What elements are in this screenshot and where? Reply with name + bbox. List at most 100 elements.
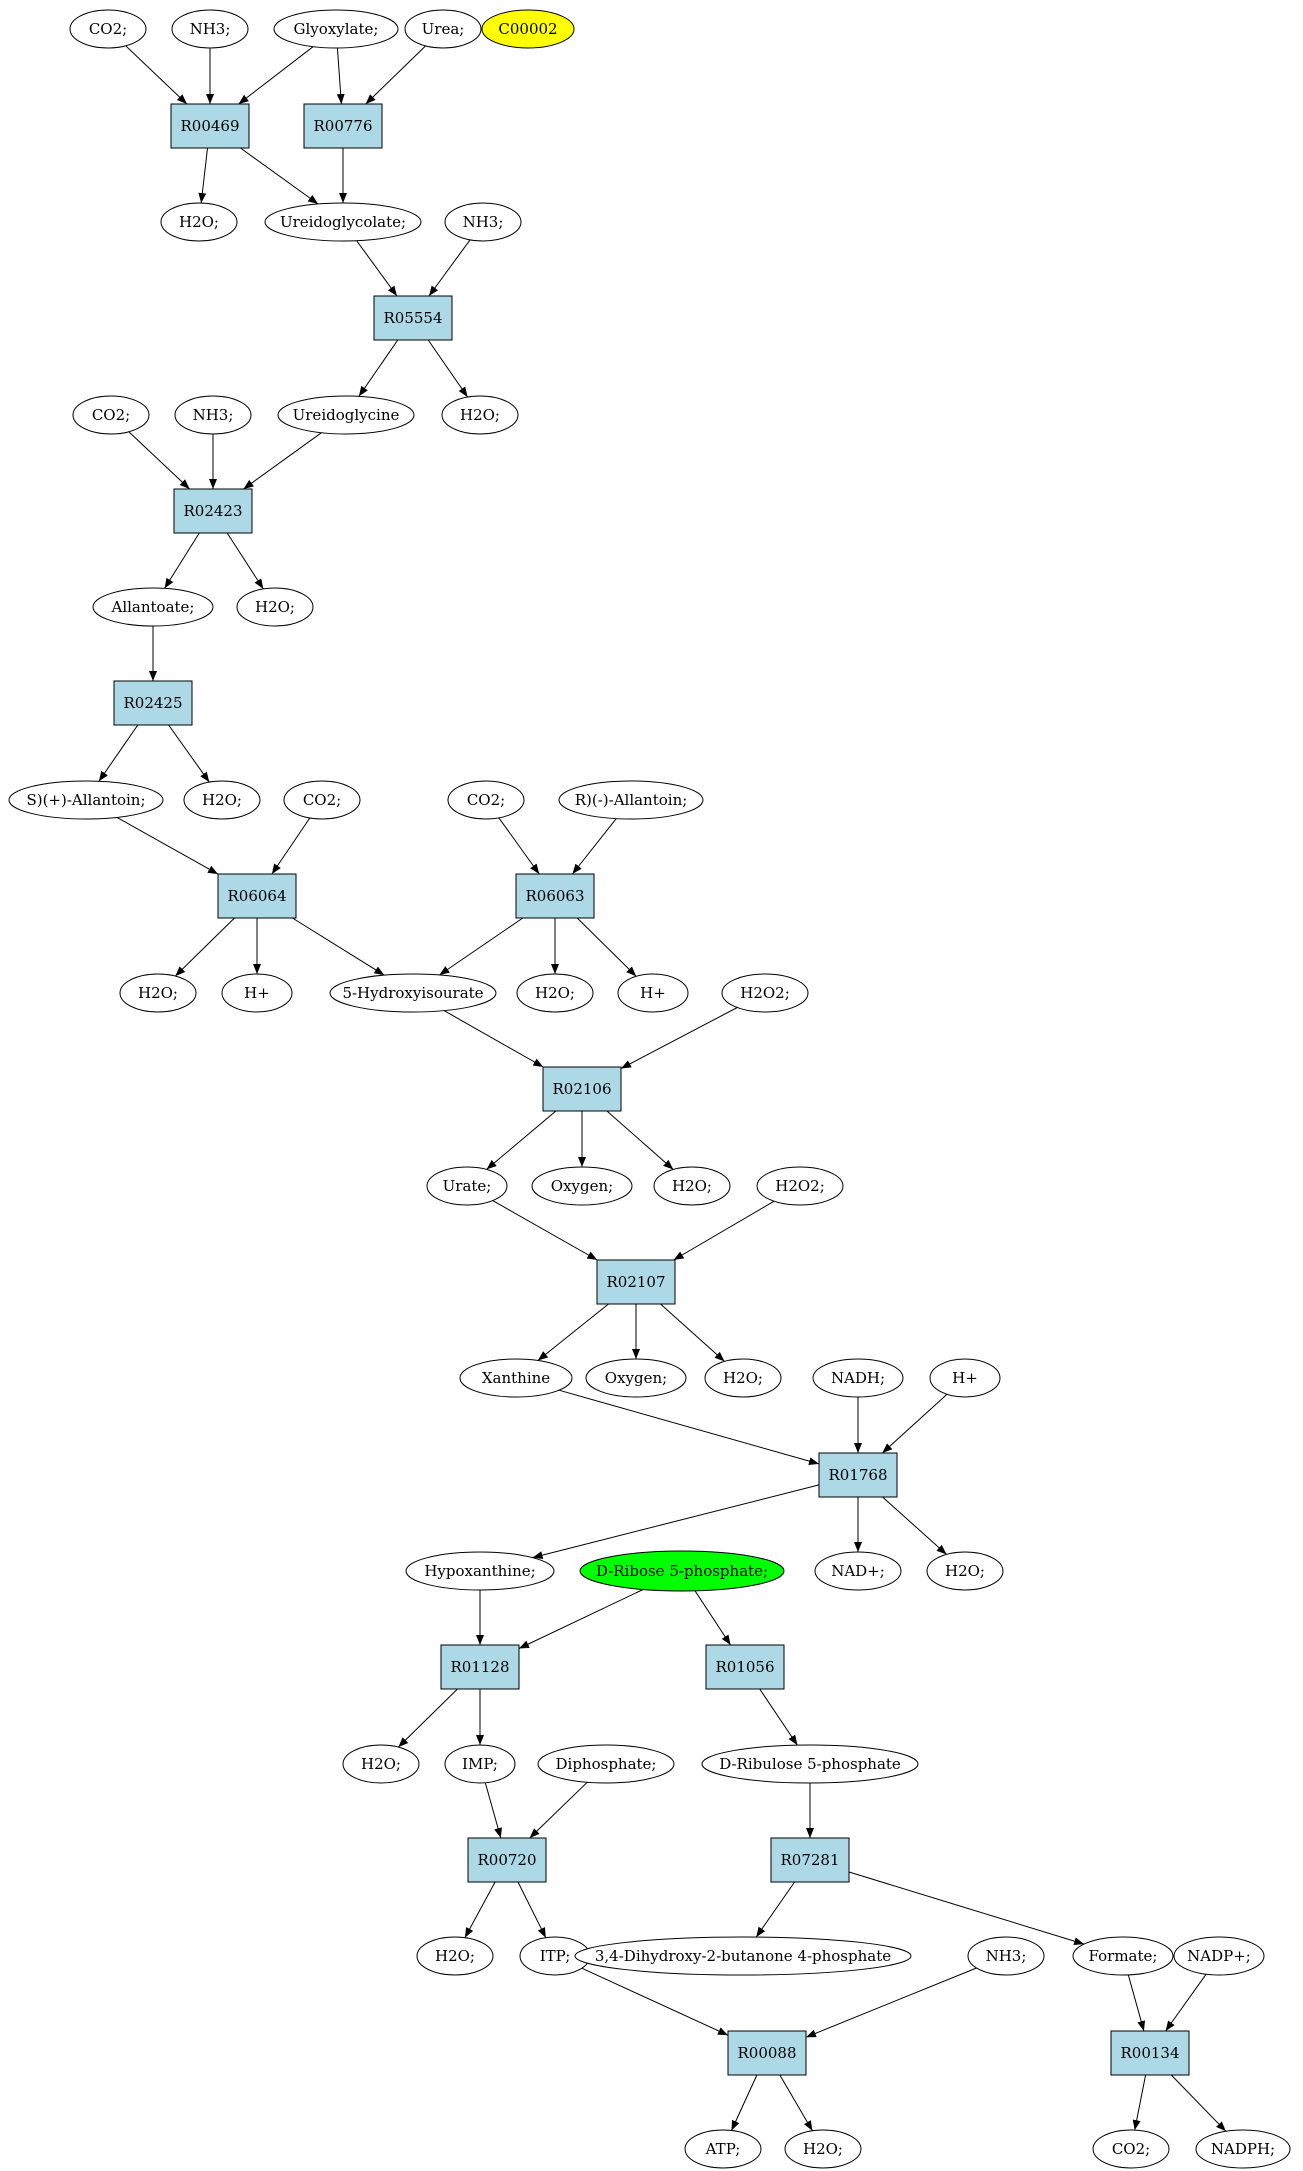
reaction-node-r00088: R00088 (727, 2030, 807, 2076)
compound-ellipse (405, 1551, 555, 1591)
reaction-node-r06063: R06063 (515, 873, 595, 919)
edge-glyoxylate-to-r00776 (336, 47, 345, 105)
node-label: R01768 (828, 1466, 887, 1484)
node-label: C00002 (498, 20, 557, 38)
edge-r02106-to-h2o (606, 1110, 674, 1170)
node-label: R00134 (1120, 2044, 1179, 2062)
compound-ellipse (174, 395, 252, 435)
reaction-node-r05554: R05554 (373, 295, 453, 341)
compound-node-nadh: NADH; (812, 1358, 904, 1398)
edge-r01056-to-d-ribulose-5-phosphate (759, 1688, 798, 1746)
edge-r00720-to-itp (517, 1881, 547, 1938)
compound-node-s-allantoin: S)(+)-Allantoin; (8, 780, 164, 820)
edge-r06063-to-h (576, 917, 637, 977)
node-label: Hypoxanthine; (424, 1562, 535, 1580)
reaction-box (467, 1837, 547, 1883)
compound-ellipse (342, 1744, 420, 1784)
edge-r01768-to-h2o (882, 1496, 947, 1555)
reaction-box (303, 103, 383, 149)
compound-ellipse (784, 2129, 862, 2169)
compound-node-d-ribose-5-phosphate: D-Ribose 5-phosphate; (579, 1550, 785, 1592)
reaction-node-r01128: R01128 (440, 1644, 520, 1690)
reaction-node-r00134: R00134 (1110, 2030, 1190, 2076)
compound-node-h: H+ (221, 973, 293, 1013)
edge-r02107-to-h2o (660, 1303, 725, 1362)
node-label: H2O; (435, 1947, 475, 1965)
edge-r05554-to-ureidoglycine (358, 339, 399, 397)
node-label: ATP; (705, 2140, 741, 2158)
compound-ellipse (221, 973, 293, 1013)
compound-node-oxygen: Oxygen; (531, 1166, 633, 1206)
edge-xanthine-to-r01768 (558, 1389, 820, 1466)
compound-node-h2o: H2O; (784, 2129, 862, 2169)
compound-node-h2o: H2O; (183, 780, 261, 820)
compound-node-glyoxylate: Glyoxylate; (273, 9, 399, 49)
compound-ellipse (119, 973, 197, 1013)
edge-nh3-to-r00088 (805, 1967, 977, 2038)
compound-ellipse (171, 9, 249, 49)
compound-node-h2o: H2O; (926, 1551, 1004, 1591)
edge-r07281-to-3-4-dihydroxy-2-butanone-4-phosphate (755, 1881, 796, 1938)
node-label: R02106 (552, 1080, 611, 1098)
compound-node-formate: Formate; (1072, 1936, 1174, 1976)
edge-r-allantoin-to-r06063 (572, 818, 617, 875)
node-label: 5-Hydroxyisourate (342, 984, 483, 1002)
reaction-box (373, 295, 453, 341)
compound-ellipse (441, 395, 519, 435)
compound-ellipse (1173, 1936, 1265, 1976)
edge-r00134-to-co2 (1132, 2074, 1147, 2131)
compound-node-urea: Urea; (404, 9, 482, 49)
node-label: Formate; (1089, 1947, 1158, 1965)
compound-ellipse (8, 780, 164, 820)
compound-node-h2o2: H2O2; (721, 973, 809, 1013)
node-label: Oxygen; (551, 1177, 613, 1195)
node-label: R00469 (180, 117, 239, 135)
compound-ellipse (444, 1744, 516, 1784)
node-label: R01056 (715, 1658, 774, 1676)
compound-node-h2o: H2O; (704, 1358, 782, 1398)
reaction-node-r02423: R02423 (173, 488, 253, 534)
compound-node-nadph: NADPH; (1195, 2129, 1291, 2169)
node-label: Ureidoglycine (293, 406, 400, 424)
compound-node-co2: CO2; (69, 9, 147, 49)
edge-h-to-r01768 (881, 1393, 948, 1454)
node-label: H2O; (138, 984, 178, 1002)
node-label: R00720 (477, 1851, 536, 1869)
edge-nadp-to-r00134 (1165, 1973, 1207, 2032)
compound-node-co2: CO2; (72, 395, 150, 435)
compound-node-d-ribulose-5-phosphate: D-Ribulose 5-phosphate (701, 1744, 919, 1784)
edge-r02107-to-xanthine (537, 1303, 609, 1361)
compound-ellipse (531, 1166, 633, 1206)
node-label: R02425 (123, 694, 182, 712)
edge-ureidoglycine-to-r02423 (243, 432, 322, 490)
reaction-node-r02425: R02425 (113, 680, 193, 726)
edge-r05554-to-h2o (427, 339, 469, 398)
node-label: NADPH; (1211, 2140, 1275, 2158)
compound-node-nh3: NH3; (171, 9, 249, 49)
compound-ellipse (653, 1166, 731, 1206)
compound-node-nad: NAD+; (814, 1551, 902, 1591)
node-label: NH3; (986, 1947, 1027, 1965)
reaction-box (705, 1644, 785, 1690)
node-label: R02107 (606, 1273, 665, 1291)
edge-co2-to-r06064 (271, 817, 311, 875)
edge-co2-to-r02423 (128, 431, 190, 490)
node-label: H+ (952, 1369, 978, 1387)
node-label: H2O2; (775, 1177, 825, 1195)
reaction-box (173, 488, 253, 534)
edge-diphosphate-to-r00720 (529, 1781, 588, 1839)
edge-urate-to-r02107 (492, 1200, 598, 1261)
node-label: NAD+; (831, 1562, 885, 1580)
edge-urea-to-r00776 (365, 45, 426, 105)
compound-ellipse (69, 9, 147, 49)
node-label: H2O; (179, 213, 219, 231)
reaction-node-r06064: R06064 (217, 873, 297, 919)
node-label: H2O; (535, 984, 575, 1002)
compound-node-h2o2: H2O2; (756, 1166, 844, 1206)
node-label: H2O; (945, 1562, 985, 1580)
reaction-box (818, 1452, 898, 1498)
compound-node-urate: Urate; (426, 1166, 508, 1206)
node-label: CO2; (467, 791, 505, 809)
